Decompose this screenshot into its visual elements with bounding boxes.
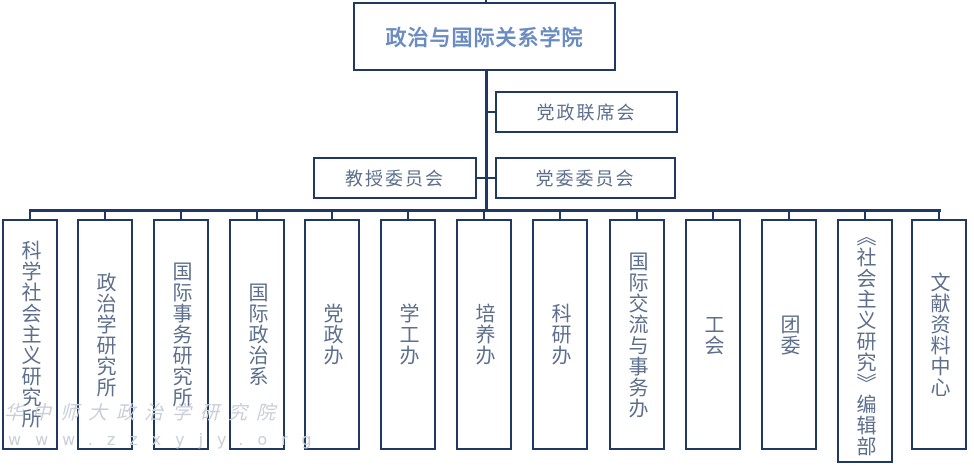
professors-branch-line [477,177,485,179]
unit-connector-line [938,211,940,220]
unit-node: 团委 [761,219,817,450]
committee-party: 党委委员会 [495,157,676,199]
unit-label: 党政办 [320,303,344,366]
unit-node: 政治学研究所 [77,219,133,450]
unit-node: 国际政治系 [229,219,285,450]
unit-connector-line [180,211,182,220]
unit-label: 培养办 [472,303,496,366]
unit-label: 政治学研究所 [93,271,117,398]
committee-party-label: 党委委员会 [535,169,636,190]
unit-node: 国际交流与事务办 [609,219,665,450]
committee-joint: 党政联席会 [495,91,678,133]
root-stub-line [485,0,487,3]
unit-node: 科研办 [532,219,588,450]
unit-connector-line [29,211,31,220]
unit-connector-line [559,211,561,220]
unit-node: 培养办 [456,219,512,450]
unit-label: 团委 [777,313,801,356]
unit-node: 文献资料中心 [911,219,967,450]
unit-node: 工会 [685,219,741,450]
committee-professors: 教授委员会 [313,157,477,199]
committee-professors-label: 教授委员会 [345,169,445,190]
root-node: 政治与国际关系学院 [353,2,616,71]
unit-connector-line [407,211,409,220]
unit-node: 学工办 [380,219,436,450]
unit-connector-line [864,211,866,220]
root-label: 政治与国际关系学院 [385,25,584,50]
unit-label: 国际交流与事务办 [625,250,649,419]
unit-connector-line [256,211,258,220]
unit-label: 国际事务研究所 [169,261,193,408]
unit-label: 科学社会主义研究所 [18,240,42,429]
unit-connector-line [636,211,638,220]
unit-connector-line [104,211,106,220]
unit-label: 《社会主义研究》编辑部 [853,225,877,457]
unit-connector-line [788,211,790,220]
trunk-line [485,71,488,211]
committee-joint-label: 党政联席会 [536,103,637,124]
unit-label: 文献资料中心 [927,271,951,398]
unit-connector-line [331,211,333,220]
bus-line [29,209,941,212]
joint-branch-line [487,111,496,113]
unit-node: 科学社会主义研究所 [2,219,58,450]
unit-connector-line [483,211,485,220]
unit-label: 国际政治系 [245,282,269,387]
party-branch-line [487,177,496,179]
unit-node: 《社会主义研究》编辑部 [837,219,893,463]
unit-node: 国际事务研究所 [153,219,209,450]
unit-label: 科研办 [548,303,572,366]
unit-node: 党政办 [304,219,360,450]
unit-label: 学工办 [396,303,420,366]
unit-connector-line [712,211,714,220]
unit-label: 工会 [701,313,725,356]
